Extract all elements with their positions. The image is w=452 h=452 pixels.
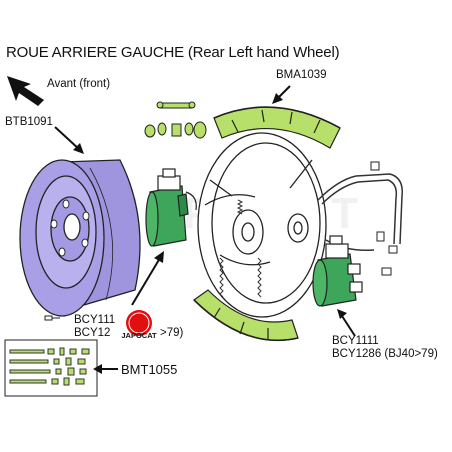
front-direction-arrow bbox=[7, 76, 44, 106]
diagram-title: ROUE ARRIERE GAUCHE (Rear Left hand Whee… bbox=[6, 44, 340, 61]
right-cylinder-leader-line bbox=[341, 315, 356, 337]
brake-drum bbox=[19, 159, 141, 317]
adjuster-parts bbox=[144, 121, 207, 139]
fitting-kit-inset bbox=[4, 339, 98, 397]
label-right-cylinder-2: BCY1286 (BJ40>79) bbox=[332, 348, 438, 360]
drum-leader-line bbox=[54, 126, 81, 151]
drum-leader-arrowhead bbox=[73, 143, 84, 154]
label-right-cylinder-1: BCY1111 bbox=[332, 335, 379, 347]
japocat-stamp: JAPOCAT bbox=[121, 310, 157, 340]
backing-plate bbox=[197, 132, 327, 318]
label-left-cylinder-1: BCY111 bbox=[74, 314, 116, 326]
left-cylinder-leader-arrowhead bbox=[154, 251, 164, 263]
label-drum-part: BTB1091 bbox=[5, 116, 53, 128]
adjuster-pin bbox=[156, 101, 196, 109]
label-shoes-part: BMA1039 bbox=[276, 69, 327, 81]
shoes-leader-arrowhead bbox=[272, 93, 283, 104]
label-left-cylinder-2: BCY12 bbox=[74, 327, 111, 339]
shoes-leader-line bbox=[277, 85, 291, 99]
stamp-text: JAPOCAT bbox=[121, 331, 157, 340]
wheel-cylinder-right bbox=[312, 235, 363, 307]
brake-shoe-lower bbox=[193, 289, 299, 342]
label-left-cylinder-2-suffix: >79) bbox=[160, 327, 184, 339]
label-fitting-kit: BMT1055 bbox=[121, 362, 178, 377]
drum-screw bbox=[44, 315, 60, 321]
right-cylinder-leader-arrowhead bbox=[337, 309, 347, 319]
pipe-fittings bbox=[370, 161, 398, 276]
left-cylinder-leader-line bbox=[131, 257, 161, 306]
front-direction-label: Avant (front) bbox=[47, 78, 111, 90]
wheel-cylinder-left bbox=[145, 168, 197, 247]
return-springs bbox=[219, 199, 262, 298]
kit-leader-arrowhead bbox=[93, 364, 102, 374]
brake-shoe-upper bbox=[213, 106, 341, 149]
